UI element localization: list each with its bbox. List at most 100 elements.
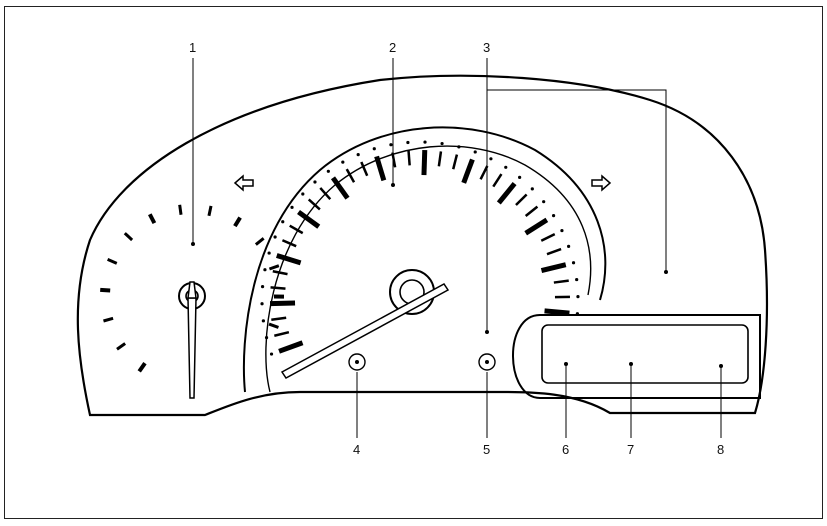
tachometer-needle: [187, 281, 197, 399]
speedo-tick: [374, 155, 387, 182]
speedo-dot: [326, 169, 330, 173]
tach-tick: [148, 213, 157, 225]
speedo-tick: [307, 198, 321, 211]
speedo-dot: [260, 285, 265, 289]
tach-tick: [178, 204, 183, 215]
speedo-dot: [273, 235, 277, 239]
speedo-dot: [576, 295, 580, 299]
speedo-tick: [271, 316, 287, 322]
speedo-tick: [479, 165, 489, 180]
speedo-dot: [261, 319, 265, 323]
speedo-tick: [278, 340, 304, 354]
right-knob: [478, 353, 496, 371]
speedo-dot: [423, 140, 427, 144]
speedo-dot: [575, 277, 579, 282]
speedo-dot: [267, 251, 271, 255]
speedo-tick: [492, 173, 503, 188]
speedometer-gauge: [242, 126, 607, 393]
speedometer-needle: [280, 283, 450, 379]
display-housing: [512, 314, 761, 399]
callout-4: 4: [353, 442, 360, 457]
speedo-tick: [345, 168, 356, 183]
callout-2: 2: [389, 40, 396, 55]
speedo-dot: [504, 165, 508, 169]
speedo-dot: [341, 160, 345, 164]
tach-needle-body: [187, 297, 197, 399]
speedo-dot: [260, 302, 264, 306]
speedo-dot: [551, 214, 556, 218]
tach-tick: [103, 316, 114, 323]
tach-needle-tail: [187, 281, 197, 299]
speedometer-tick-marks: [260, 140, 580, 356]
tach-tick: [207, 205, 213, 217]
speedo-dot: [440, 141, 444, 146]
speedo-dot: [389, 143, 393, 147]
speedo-dot: [269, 352, 274, 356]
callout-6: 6: [562, 442, 569, 457]
tach-tick: [268, 322, 279, 329]
speedo-dot: [542, 200, 546, 204]
speedo-tick: [546, 247, 562, 256]
cluster-housing: [76, 74, 769, 417]
left-turn-icon: [233, 174, 254, 192]
speedo-tick: [437, 151, 443, 167]
speedo-dot: [264, 336, 269, 340]
speedo-tick: [515, 193, 528, 206]
right-turn-icon: [591, 174, 612, 192]
tachometer-gauge: [100, 204, 285, 399]
tach-tick: [137, 362, 147, 373]
speedo-dot: [281, 220, 285, 224]
speedo-dot: [457, 145, 461, 149]
speedo-tick: [496, 182, 517, 205]
display-screen: [541, 324, 749, 384]
speedo-dot: [356, 152, 360, 157]
speedo-dot: [301, 192, 305, 196]
tach-tick: [116, 342, 127, 351]
speedo-tick: [281, 239, 297, 248]
speedo-tick: [540, 262, 567, 273]
speedo-dot: [473, 150, 477, 154]
tach-tick: [123, 232, 134, 242]
speedo-tick: [407, 150, 411, 166]
callout-5: 5: [483, 442, 490, 457]
speedo-tick: [270, 286, 286, 290]
tach-tick: [107, 257, 118, 265]
callout-8: 8: [717, 442, 724, 457]
speedo-dot: [372, 147, 376, 151]
tach-tick: [100, 287, 111, 293]
speedo-tick: [272, 269, 288, 276]
speedo-tick: [276, 253, 302, 266]
speedo-dot: [313, 180, 317, 184]
tachometer-tick-marks: [100, 204, 285, 373]
speedo-dot: [567, 244, 571, 248]
speedo-dot: [263, 268, 267, 272]
speedo-tick: [330, 176, 350, 200]
speedo-tick: [297, 210, 321, 229]
speedo-dot: [290, 205, 294, 209]
speedo-dot: [530, 187, 534, 191]
speedo-dot: [560, 228, 564, 233]
speedo-dot: [518, 175, 522, 179]
callout-1: 1: [189, 40, 196, 55]
callout-leaders: [191, 58, 723, 438]
speedo-needle-body: [280, 283, 450, 379]
speedo-tick: [289, 224, 304, 235]
speedo-dot: [406, 140, 410, 145]
speedo-dot: [571, 261, 576, 265]
speedo-tick: [421, 149, 428, 176]
speedo-tick: [461, 158, 475, 184]
speedo-tick: [524, 217, 549, 236]
callout-3: 3: [483, 40, 490, 55]
speedo-tick: [524, 205, 539, 217]
tach-tick: [233, 216, 242, 228]
figure-frame: [4, 6, 823, 519]
speedo-tick: [540, 232, 556, 242]
speedo-tick: [452, 154, 459, 170]
speedo-tick: [269, 300, 296, 307]
tach-tick: [268, 264, 280, 271]
speedo-dot: [489, 157, 493, 161]
speedo-tick: [274, 330, 290, 337]
tach-tick: [254, 237, 265, 246]
speedo-tick: [553, 279, 569, 284]
